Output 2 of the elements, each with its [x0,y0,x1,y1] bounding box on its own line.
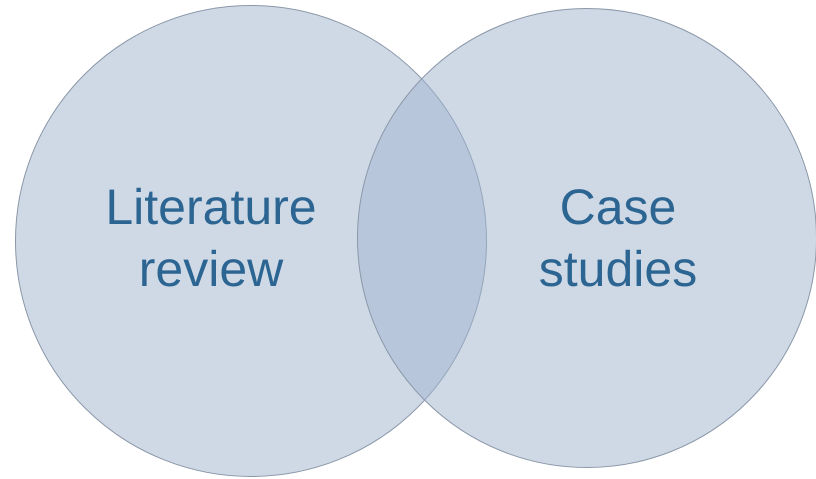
circle-label: Literature review [104,178,318,299]
circle-label: Case studies [538,178,698,299]
